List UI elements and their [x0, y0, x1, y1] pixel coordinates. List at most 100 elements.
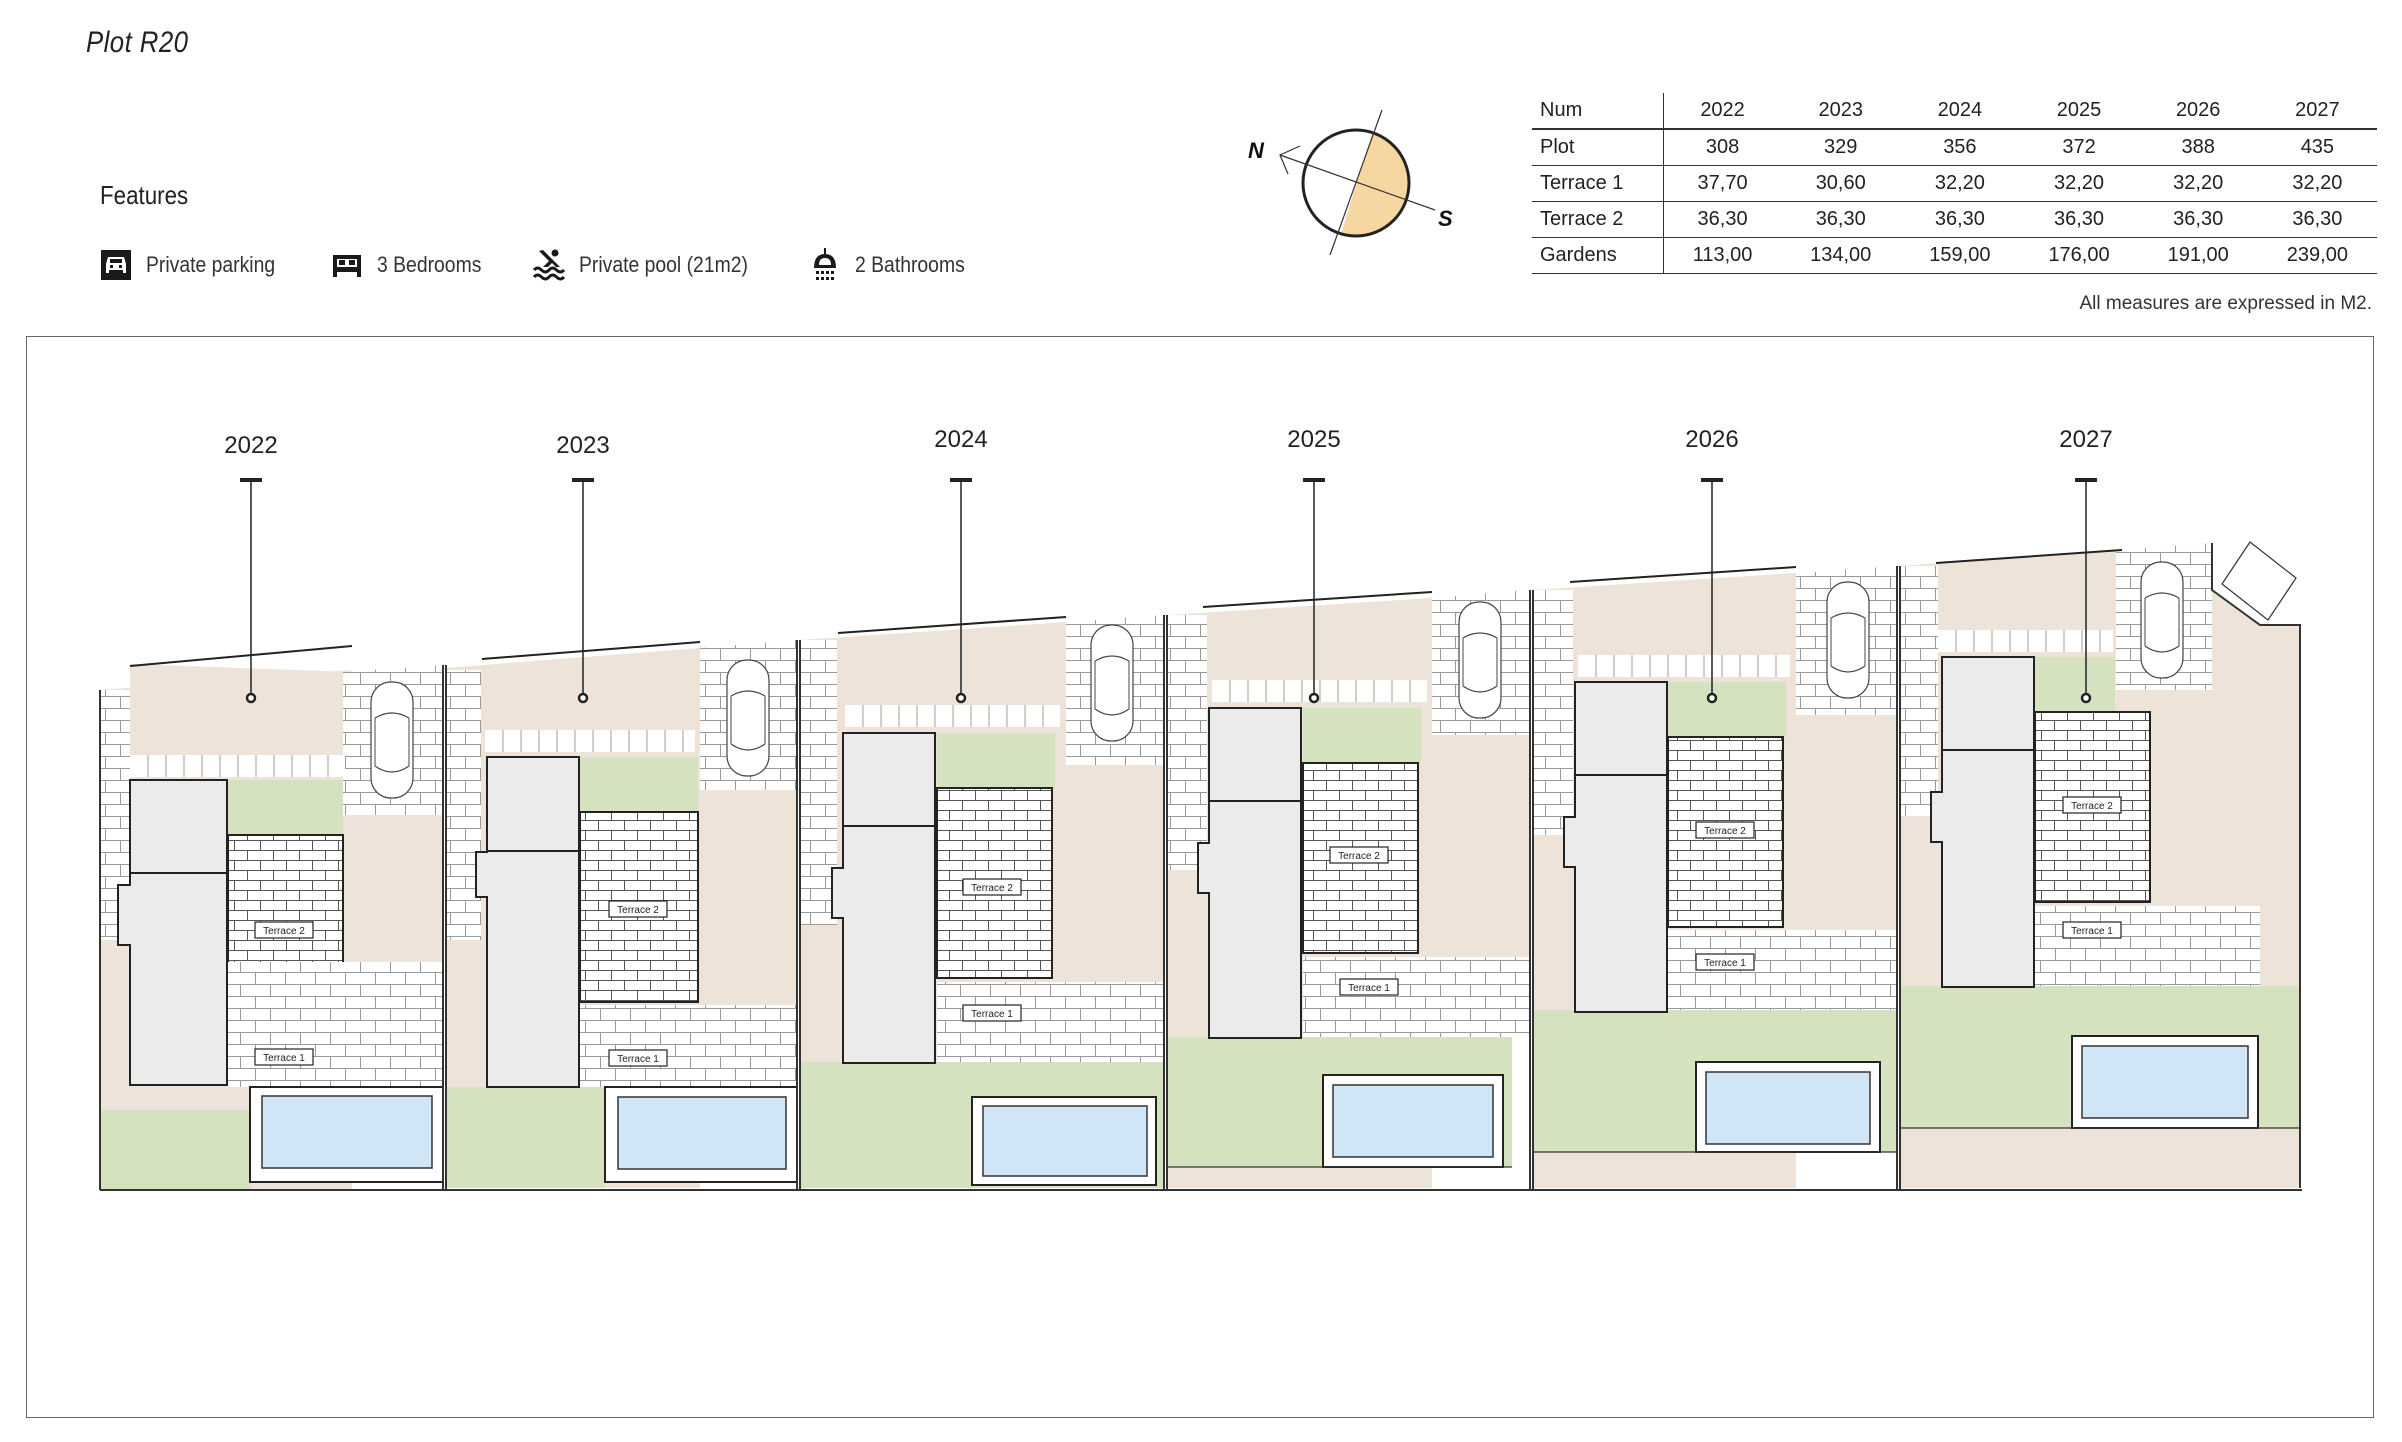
- table-cell: 372: [2019, 129, 2139, 166]
- column-header: 2027: [2257, 93, 2377, 130]
- table-cell: 356: [1900, 129, 2020, 166]
- terrace1-label: Terrace 1: [1704, 958, 1746, 969]
- table-row: Terrace 2 36,30 36,30 36,30 36,30 36,30 …: [1532, 201, 2377, 238]
- plot-number: 2025: [1287, 426, 1340, 453]
- table-cell: 36,30: [1663, 201, 1782, 238]
- plot-label-2024: 2024: [934, 426, 988, 704]
- plot-label-2026: 2026: [1685, 426, 1739, 704]
- table-cell: 134,00: [1781, 237, 1901, 274]
- feature-bathrooms: 2 Bathrooms: [809, 248, 980, 282]
- features-list: Private parking 3 Bedrooms Private pool …: [100, 248, 1018, 282]
- terrace1-label: Terrace 1: [617, 1054, 659, 1065]
- plot-number: 2026: [1685, 426, 1738, 453]
- corner-structure: [2221, 541, 2297, 621]
- plot-2025: Terrace 2 Terrace 1: [1167, 590, 1530, 1188]
- row-label: Gardens: [1532, 237, 1664, 274]
- table-cell: 36,30: [2138, 201, 2258, 238]
- plot-2024: Terrace 2 Terrace 1: [800, 615, 1164, 1188]
- row-label: Terrace 1: [1532, 165, 1664, 202]
- table-cell: 191,00: [2138, 237, 2258, 274]
- table-header-row: Num 2022 2023 2024 2025 2026 2027: [1532, 93, 2377, 130]
- terrace1-tag: [962, 1004, 1022, 1022]
- table-cell: 37,70: [1663, 165, 1782, 202]
- plot-number: 2023: [556, 432, 609, 459]
- table-cell: 32,20: [2019, 165, 2139, 202]
- row-label: Terrace 2: [1532, 201, 1664, 238]
- table-cell: 388: [2138, 129, 2258, 166]
- plot-number: 2024: [934, 426, 987, 453]
- table-cell: 239,00: [2257, 237, 2377, 274]
- parking-icon: [101, 250, 131, 280]
- feature-parking: Private parking: [100, 248, 293, 282]
- terrace1-label: Terrace 1: [971, 1009, 1013, 1020]
- row-label: Plot: [1532, 129, 1664, 166]
- terrace2-label: Terrace 2: [263, 926, 305, 937]
- feature-bedrooms: 3 Bedrooms: [331, 248, 496, 282]
- column-header: Num: [1532, 93, 1664, 130]
- feature-label: Private pool (21m2): [579, 252, 749, 277]
- page-title: Plot R20: [86, 26, 189, 59]
- plot-label-2027: 2027: [2059, 426, 2113, 704]
- plot-2022: Terrace 2 Terrace 1: [100, 645, 444, 1190]
- pool-icon: [533, 249, 566, 281]
- terrace2-tag: [608, 900, 668, 918]
- feature-pool: Private pool (21m2): [533, 248, 771, 282]
- terrace2-tag: [962, 878, 1022, 896]
- table-cell: 176,00: [2019, 237, 2139, 274]
- plot-boundaries: [99, 543, 2302, 1191]
- table-cell: 435: [2257, 129, 2377, 166]
- features-heading: Features: [100, 180, 189, 210]
- table-row: Plot 308 329 356 372 388 435: [1532, 129, 2377, 166]
- terrace1-label: Terrace 1: [2071, 926, 2113, 937]
- terrace1-tag: [1695, 953, 1755, 971]
- units-note: All measures are expressed in M2.: [2079, 293, 2372, 314]
- terrace1-tag: [1339, 978, 1399, 996]
- terrace2-label: Terrace 2: [971, 883, 1013, 894]
- feature-label: 2 Bathrooms: [855, 252, 966, 277]
- terrace1-tag: [254, 1048, 314, 1066]
- terrace2-tag: [1329, 846, 1389, 864]
- north-arrow-icon: [1279, 145, 1301, 175]
- table-cell: 113,00: [1663, 237, 1782, 274]
- area-table: Num 2022 2023 2024 2025 2026 2027 Plot 3…: [1532, 93, 2377, 274]
- plot-number: 2022: [224, 432, 277, 459]
- terrace2-tag: [254, 921, 314, 939]
- table-cell: 30,60: [1781, 165, 1901, 202]
- table-cell: 32,20: [1900, 165, 2020, 202]
- table-row: Terrace 1 37,70 30,60 32,20 32,20 32,20 …: [1532, 165, 2377, 202]
- terrace2-tag: [2062, 796, 2122, 814]
- column-header: 2025: [2019, 93, 2139, 130]
- terrace2-tag: [1695, 821, 1755, 839]
- column-header: 2026: [2138, 93, 2258, 130]
- table-cell: 329: [1781, 129, 1901, 166]
- compass-rose: N S: [1248, 109, 1453, 256]
- table-cell: 36,30: [1781, 201, 1901, 238]
- terrace2-label: Terrace 2: [617, 905, 659, 916]
- site-plan-frame: [26, 336, 2374, 1418]
- feature-label: 3 Bedrooms: [376, 252, 482, 277]
- north-label: N: [1248, 138, 1265, 163]
- terrace2-label: Terrace 2: [1338, 851, 1380, 862]
- plot-number: 2027: [2059, 426, 2112, 453]
- plot-2023: Terrace 2 Terrace 1: [445, 640, 798, 1188]
- table-row: Gardens 113,00 134,00 159,00 176,00 191,…: [1532, 237, 2377, 274]
- table-cell: 36,30: [2257, 201, 2377, 238]
- table-cell: 32,20: [2138, 165, 2258, 202]
- terrace1-label: Terrace 1: [1348, 983, 1390, 994]
- plot-2026: Terrace 2 Terrace 1: [1533, 566, 1897, 1188]
- terrace1-label: Terrace 1: [263, 1053, 305, 1064]
- shower-icon: [814, 248, 837, 280]
- table-cell: 36,30: [1900, 201, 2020, 238]
- terrace2-label: Terrace 2: [2071, 801, 2113, 812]
- south-label: S: [1438, 206, 1453, 231]
- plot-2027: Terrace 2 Terrace 1: [1900, 541, 2300, 1188]
- table-cell: 308: [1663, 129, 1782, 166]
- table-cell: 32,20: [2257, 165, 2377, 202]
- feature-label: Private parking: [146, 252, 276, 277]
- column-header: 2024: [1900, 93, 2020, 130]
- column-header: 2023: [1781, 93, 1901, 130]
- terrace2-label: Terrace 2: [1704, 826, 1746, 837]
- terrace1-tag: [2062, 921, 2122, 939]
- terrace1-tag: [608, 1049, 668, 1067]
